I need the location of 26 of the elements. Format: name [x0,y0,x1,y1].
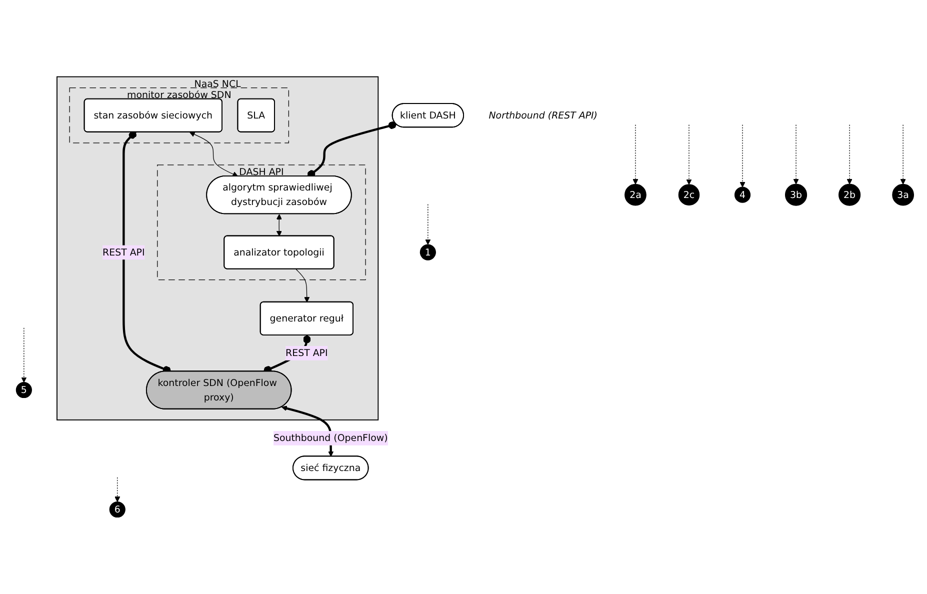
connector [307,121,397,178]
node-circle: 3b [784,184,808,206]
node-circle: 5 [16,382,32,398]
node-label: Northbound (REST API) [488,110,598,121]
arrow [900,124,906,184]
node-circle: 3a [892,184,914,206]
arrow [425,204,431,245]
arrow [793,124,799,184]
edge-label: Southbound (OpenFlow) [273,432,388,444]
node-circle: 6 [109,501,126,518]
edge-label: REST API [286,347,328,359]
node-circle: 2a [624,184,646,206]
arrow [632,124,638,184]
arrow [114,477,120,502]
arrow [276,214,282,236]
node-circle: 1 [420,244,436,260]
edge-label: REST API [102,246,145,258]
node-circle: 2b [838,184,861,206]
arrow [846,124,852,184]
arrow [686,124,692,185]
arrow [740,124,746,188]
arrow [296,268,310,302]
arrow [21,328,27,383]
node-circle: 4 [734,186,751,203]
arrow [190,132,238,177]
node-circle: 2c [678,184,700,206]
